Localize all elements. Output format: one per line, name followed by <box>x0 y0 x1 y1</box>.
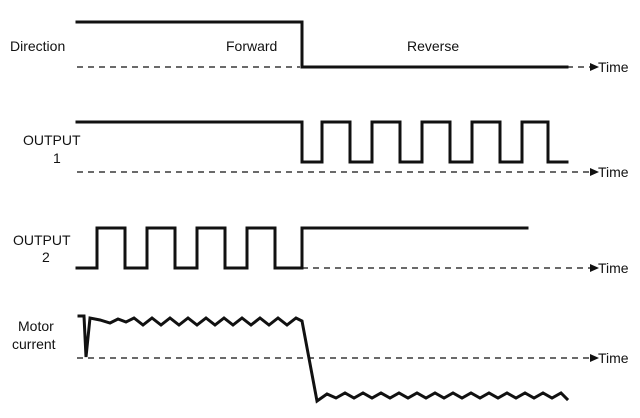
output2-label-line2: 2 <box>42 249 50 265</box>
output2-signal <box>75 226 529 270</box>
output2-arrowhead <box>590 264 599 272</box>
motor-label-line1: Motor <box>18 318 54 334</box>
time-label-1: Time <box>598 59 629 75</box>
direction-arrowhead <box>590 63 599 71</box>
output1-label-line1: OUTPUT <box>23 132 81 148</box>
time-label-4: Time <box>598 350 629 366</box>
direction-signal <box>75 20 569 69</box>
forward-label: Forward <box>226 38 277 54</box>
output1-label-line2: 1 <box>53 150 61 166</box>
output1-signal <box>75 120 569 164</box>
direction-label: Direction <box>10 38 65 54</box>
reverse-label: Reverse <box>407 38 459 54</box>
output2-label-line1: OUTPUT <box>13 232 71 248</box>
time-label-2: Time <box>598 164 629 180</box>
motor-label-line2: current <box>12 336 56 352</box>
motor-current-signal <box>77 314 570 404</box>
output1-arrowhead <box>590 168 599 176</box>
motor-arrowhead <box>590 354 599 362</box>
time-label-3: Time <box>598 260 629 276</box>
